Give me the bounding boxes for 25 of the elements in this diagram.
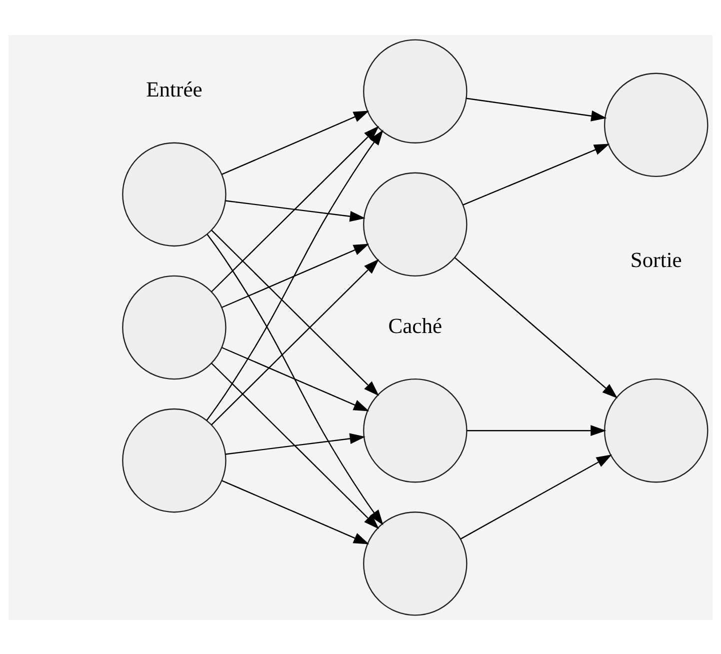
arrow	[222, 110, 370, 174]
label: Sortie	[630, 247, 682, 272]
arrow	[466, 424, 606, 436]
arrow	[206, 233, 384, 525]
label: Entrée	[146, 77, 202, 102]
arrow	[222, 480, 370, 544]
arrow	[460, 454, 612, 539]
arrow	[454, 256, 618, 398]
arrow	[211, 362, 380, 529]
node-circle	[122, 142, 226, 246]
node-circle	[604, 72, 708, 177]
arrow	[211, 125, 380, 292]
label: Caché	[388, 313, 442, 338]
arrow	[462, 143, 610, 206]
arrow	[211, 229, 380, 396]
arrow	[225, 432, 366, 454]
arrow	[211, 258, 380, 425]
node-circle	[122, 408, 226, 512]
arrow	[466, 97, 607, 121]
node-circle	[122, 274, 226, 380]
arrow	[225, 200, 366, 222]
node-circle	[604, 378, 708, 482]
arrow	[222, 243, 370, 308]
arrow	[222, 346, 370, 411]
arrow	[206, 129, 384, 420]
